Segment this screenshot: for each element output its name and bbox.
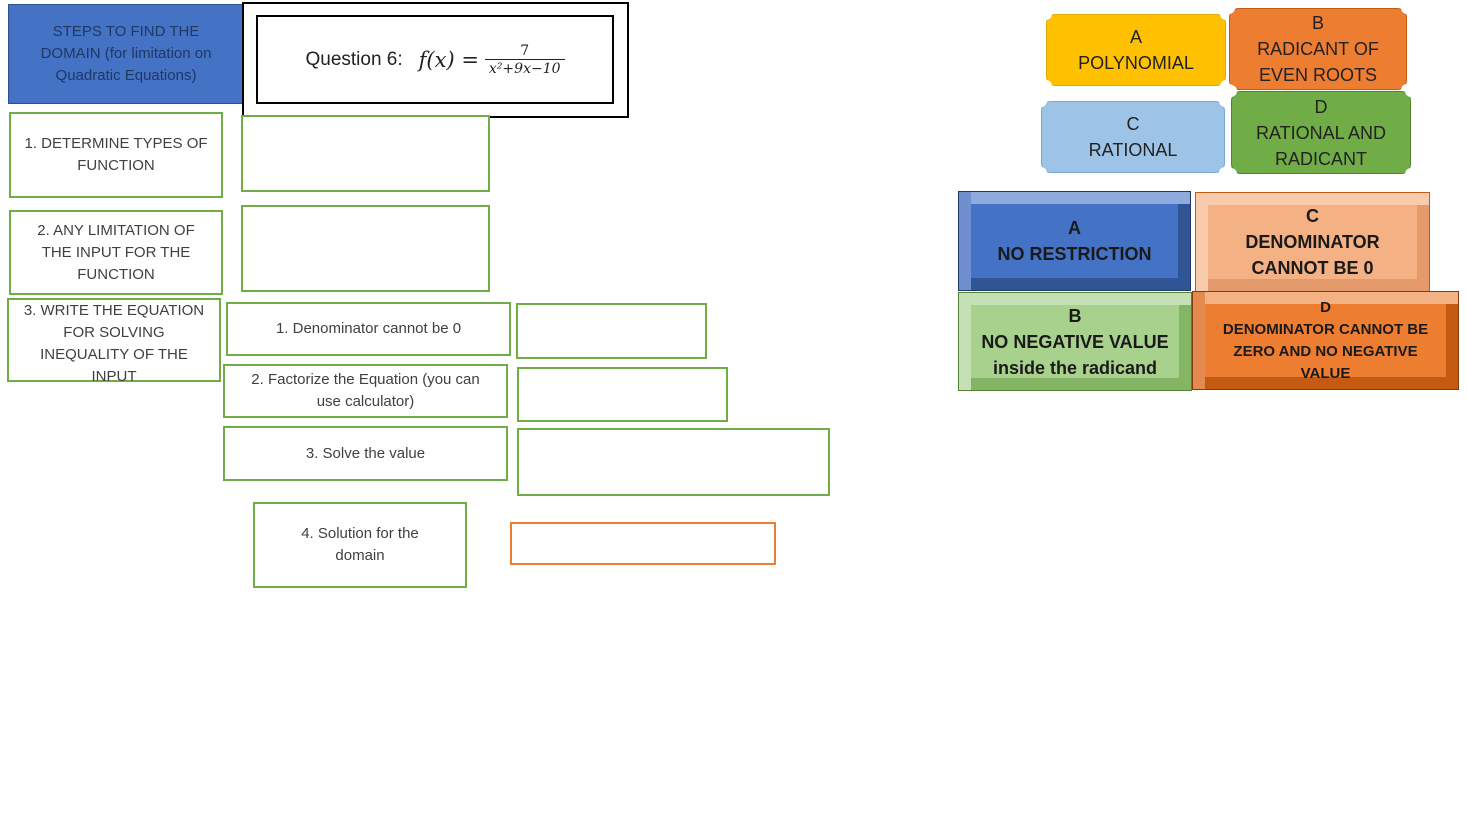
limitation-a-face: A NO RESTRICTION (971, 204, 1178, 278)
limitation-a-letter: A (1068, 218, 1081, 238)
substep-4-text: 4. Solution for the domain (301, 525, 419, 564)
function-type-option-a[interactable]: A POLYNOMIAL (1040, 8, 1232, 92)
steps-header: STEPS TO FIND THE DOMAIN (for limitation… (8, 4, 244, 104)
limitation-c-text: DENOMINATOR CANNOT BE 0 (1245, 232, 1380, 278)
question-box: Question 6: f(x) = 7 x²+9x−10 (256, 15, 614, 104)
substep-1-label: 1. Denominator cannot be 0 (226, 302, 511, 356)
function-type-a-letter: A (1129, 27, 1142, 47)
limitation-option-d[interactable]: D DENOMINATOR CANNOT BE ZERO AND NO NEGA… (1192, 291, 1459, 390)
question-function-name: f(x) = (418, 47, 479, 72)
substep-4-label: 4. Solution for the domain (253, 502, 467, 588)
substep-3-label: 3. Solve the value (223, 426, 508, 481)
step-1-label: 1. DETERMINE TYPES OF FUNCTION (9, 112, 223, 198)
step-2-answer-box[interactable] (241, 205, 490, 292)
limitation-a-text: NO RESTRICTION (997, 244, 1152, 264)
substep-2-answer-box[interactable] (517, 367, 728, 422)
function-type-d-letter: D (1314, 96, 1328, 117)
question-denominator: x²+9x−10 (484, 58, 565, 77)
limitation-b-face: B NO NEGATIVE VALUE inside the radicand (971, 305, 1179, 378)
function-type-b-card: B RADICANT OF EVEN ROOTS (1229, 8, 1407, 90)
step-1-text: 1. DETERMINE TYPES OF FUNCTION (24, 135, 208, 174)
substep-2-label: 2. Factorize the Equation (you can use c… (223, 364, 508, 418)
limitation-b-text: NO NEGATIVE VALUE inside the radicand (981, 331, 1169, 378)
substep-3-text: 3. Solve the value (305, 444, 426, 462)
function-type-a-card: A POLYNOMIAL (1046, 14, 1226, 86)
step-2-label: 2. ANY LIMITATION OF THE INPUT FOR THE F… (9, 210, 223, 295)
limitation-option-a[interactable]: A NO RESTRICTION (958, 191, 1191, 291)
step-1-answer-box[interactable] (241, 115, 490, 192)
function-type-c-card: C RATIONAL (1041, 101, 1225, 173)
step-3-label: 3. WRITE THE EQUATION FOR SOLVING INEQUA… (7, 298, 221, 385)
function-type-d-card: D RATIONAL AND RADICANT (1231, 91, 1411, 174)
step-2-text: 2. ANY LIMITATION OF THE INPUT FOR THE F… (37, 221, 195, 283)
limitation-option-b[interactable]: B NO NEGATIVE VALUE inside the radicand (958, 292, 1192, 391)
limitation-d-letter: D (1320, 298, 1331, 316)
function-type-option-b[interactable]: B RADICANT OF EVEN ROOTS (1223, 2, 1413, 96)
question-fraction: 7 x²+9x−10 (484, 42, 565, 77)
limitation-c-letter: C (1306, 206, 1319, 226)
substep-1-answer-box[interactable] (516, 303, 707, 359)
limitation-d-text: DENOMINATOR CANNOT BE ZERO AND NO NEGATI… (1222, 320, 1429, 382)
limitation-b-letter: B (1068, 305, 1082, 326)
function-type-option-d[interactable]: D RATIONAL AND RADICANT (1225, 85, 1417, 180)
domain-solution-answer-box[interactable] (510, 522, 776, 565)
limitation-d-face: D DENOMINATOR CANNOT BE ZERO AND NO NEGA… (1205, 299, 1446, 382)
question-numerator: 7 (520, 42, 530, 59)
substep-2-text: 2. Factorize the Equation (you can use c… (251, 371, 480, 410)
steps-header-text: STEPS TO FIND THE DOMAIN (for limitation… (40, 23, 212, 84)
function-type-d-text: RATIONAL AND RADICANT (1255, 122, 1387, 169)
limitation-option-c[interactable]: C DENOMINATOR CANNOT BE 0 (1195, 192, 1430, 292)
function-type-b-letter: B (1311, 13, 1324, 33)
substep-1-text: 1. Denominator cannot be 0 (275, 320, 462, 337)
substep-3-answer-box[interactable] (517, 428, 830, 496)
step-3-text: 3. WRITE THE EQUATION FOR SOLVING INEQUA… (23, 302, 205, 385)
function-type-c-text: RATIONAL (1088, 140, 1178, 160)
question-label: Question 6: (305, 48, 403, 70)
function-type-b-text: RADICANT OF EVEN ROOTS (1257, 39, 1379, 85)
function-type-option-c[interactable]: C RATIONAL (1035, 95, 1231, 179)
function-type-a-text: POLYNOMIAL (1078, 53, 1194, 73)
limitation-c-face: C DENOMINATOR CANNOT BE 0 (1208, 205, 1417, 279)
function-type-c-letter: C (1126, 114, 1140, 134)
